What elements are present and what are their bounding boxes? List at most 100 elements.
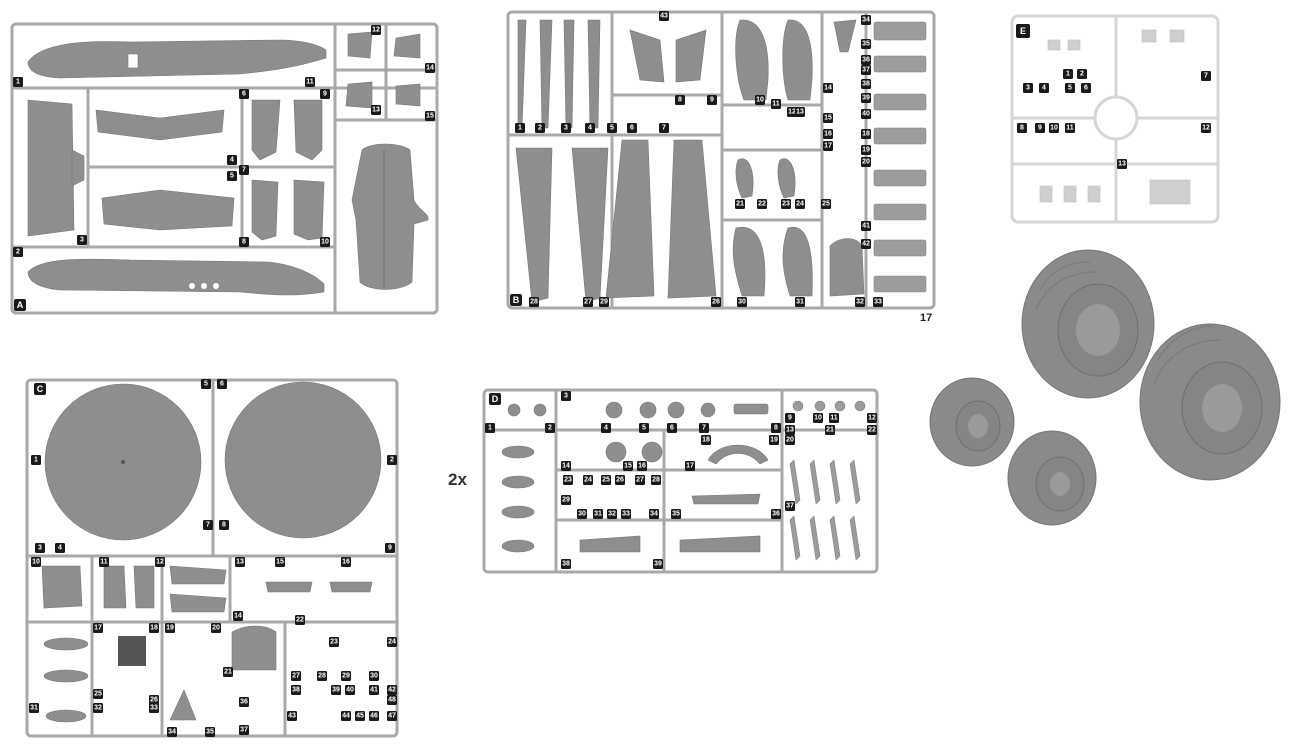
part-number-badge: 27 [291, 671, 301, 681]
part-number-badge: 33 [149, 703, 159, 713]
part-number-badge: 17 [823, 141, 833, 151]
svg-text:31: 31 [594, 511, 602, 518]
part-number-badge: 1 [31, 455, 41, 465]
svg-text:9: 9 [710, 97, 714, 104]
outer-wing-panel-1 [515, 147, 553, 303]
svg-text:39: 39 [332, 687, 340, 694]
svg-text:1: 1 [518, 125, 522, 132]
svg-text:7: 7 [662, 125, 666, 132]
svg-text:16: 16 [342, 559, 350, 566]
svg-text:40: 40 [346, 687, 354, 694]
part-number-badge: 15 [623, 461, 633, 471]
part-number-badge: 19 [165, 623, 175, 633]
svg-text:2: 2 [1080, 71, 1084, 78]
part-number-badge: 6 [239, 89, 249, 99]
svg-text:22: 22 [758, 201, 766, 208]
svg-text:28: 28 [652, 477, 660, 484]
svg-text:43: 43 [660, 13, 668, 20]
part-number-badge: 39 [861, 93, 871, 103]
svg-text:29: 29 [600, 299, 608, 306]
part-number-badge: 4 [55, 543, 65, 553]
svg-text:14: 14 [824, 85, 832, 92]
part-number-badge: 21 [223, 667, 233, 677]
part-number-badge: 2 [13, 247, 23, 257]
wing-center-section [351, 143, 429, 290]
svg-text:33: 33 [150, 705, 158, 712]
svg-text:32: 32 [608, 511, 616, 518]
part-number-badge: 38 [561, 559, 571, 569]
svg-text:17: 17 [824, 143, 832, 150]
horizontal-stabilizer-upper [95, 109, 225, 141]
part-number-badge: 6 [217, 379, 227, 389]
part-number-badge: 30 [577, 509, 587, 519]
part-number-badge: 9 [1035, 123, 1045, 133]
part-number-badge: 29 [341, 671, 351, 681]
part-number-badge: 13 [235, 557, 245, 567]
part-number-badge: 8 [239, 237, 249, 247]
svg-text:15: 15 [276, 559, 284, 566]
svg-text:3: 3 [80, 237, 84, 244]
svg-text:20: 20 [212, 625, 220, 632]
part-number-badge: 21 [735, 199, 745, 209]
part-number-badge: 31 [29, 703, 39, 713]
fuselage-right-half [27, 258, 325, 296]
svg-text:18: 18 [862, 131, 870, 138]
svg-text:12: 12 [868, 415, 876, 422]
svg-text:23: 23 [330, 639, 338, 646]
part-number-badge: 20 [211, 623, 221, 633]
part-number-badge: 20 [861, 157, 871, 167]
outer-wing-panel-2 [571, 147, 609, 303]
svg-text:9: 9 [388, 545, 392, 552]
svg-text:30: 30 [738, 299, 746, 306]
nacelle-lower-1 [732, 226, 766, 297]
part-number-badge: 12 [787, 107, 797, 117]
part-number-badge: 14 [823, 83, 833, 93]
svg-text:16: 16 [638, 463, 646, 470]
svg-text:1: 1 [1066, 71, 1070, 78]
part-number-badge: 19 [769, 435, 779, 445]
svg-text:10: 10 [32, 559, 40, 566]
part-number-badge: 33 [621, 509, 631, 519]
svg-text:8: 8 [1020, 125, 1024, 132]
svg-text:A: A [17, 300, 24, 310]
part-number-badge: 36 [861, 55, 871, 65]
svg-text:5: 5 [204, 381, 208, 388]
svg-text:13: 13 [372, 107, 380, 114]
part-number-badge: 26 [711, 297, 721, 307]
disc-right [224, 381, 382, 539]
svg-text:17: 17 [686, 463, 694, 470]
sprue-b-letter-badge: B [510, 294, 522, 306]
svg-text:16: 16 [824, 131, 832, 138]
part-number-badge: 5 [1065, 83, 1075, 93]
svg-text:15: 15 [624, 463, 632, 470]
svg-text:9: 9 [788, 415, 792, 422]
svg-text:1: 1 [16, 79, 20, 86]
svg-text:3: 3 [38, 545, 42, 552]
part-number-badge: 9 [707, 95, 717, 105]
part-number-badge: 37 [785, 501, 795, 511]
svg-text:13: 13 [796, 109, 804, 116]
part-number-badge: 41 [369, 685, 379, 695]
horizontal-stabilizer-lower [101, 189, 235, 231]
part-number-badge: 17 [93, 623, 103, 633]
part-number-badge: 7 [1201, 71, 1211, 81]
sprue-c: C [25, 378, 399, 738]
svg-text:27: 27 [584, 299, 592, 306]
svg-text:24: 24 [796, 201, 804, 208]
part-number-badge: 18 [861, 129, 871, 139]
rudder-left [251, 99, 281, 161]
part-number-badge: 3 [77, 235, 87, 245]
part-number-badge: 10 [1049, 123, 1059, 133]
part-number-badge: 4 [227, 155, 237, 165]
svg-text:6: 6 [630, 125, 634, 132]
sprue-b: B [506, 10, 936, 310]
svg-text:7: 7 [702, 425, 706, 432]
part-number-badge: 27 [635, 475, 645, 485]
part-number-badge: 44 [341, 711, 351, 721]
fuselage-left-half [27, 39, 327, 79]
svg-text:5: 5 [642, 425, 646, 432]
svg-text:39: 39 [654, 561, 662, 568]
part-number-badge: 5 [639, 423, 649, 433]
svg-text:8: 8 [242, 239, 246, 246]
sprue-d: D [482, 388, 879, 574]
